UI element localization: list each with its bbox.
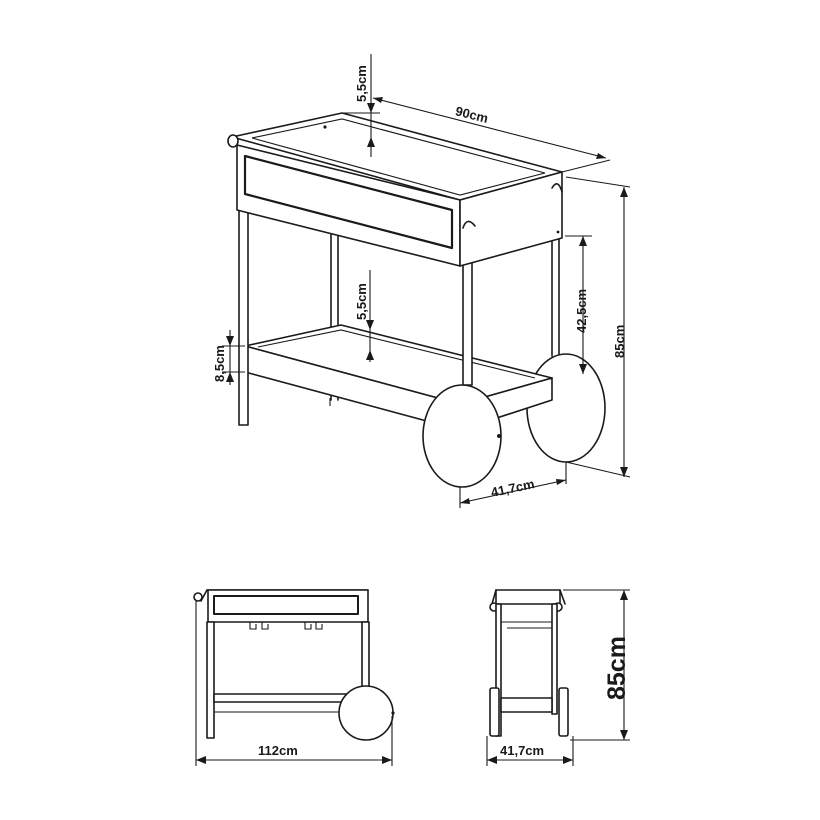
side-view-right-leg	[551, 603, 558, 715]
drawer-front-view	[213, 595, 359, 615]
top-tray	[227, 112, 563, 267]
towel-bar-right	[551, 183, 563, 193]
dim-bottom-shelf-height: 8,5cm	[212, 345, 227, 382]
dim-depth-line	[459, 479, 567, 504]
dim-upper-height: 42,5cm	[574, 289, 589, 333]
front-view-left-leg	[206, 621, 215, 739]
dim-top-width-line	[372, 97, 607, 159]
lower-shelf	[244, 324, 553, 431]
front-view-wheel	[338, 685, 394, 741]
front-left-leg	[238, 209, 249, 426]
front-right-leg	[462, 249, 473, 386]
dim-depth: 41,7cm	[490, 476, 536, 500]
side-view-wheel-right	[558, 687, 569, 737]
side-view-top	[495, 589, 561, 605]
side-view-shelf	[500, 697, 553, 713]
side-view-wheel-left	[489, 687, 500, 737]
front-view-shelf	[213, 693, 363, 703]
dim-top-width: 90cm	[454, 103, 490, 126]
towel-bar-left	[227, 134, 239, 148]
dim-side-height: 85cm	[603, 636, 631, 700]
back-wheel	[526, 353, 606, 463]
side-view: 41,7cm 85cm	[486, 589, 631, 766]
towel-bar-front	[193, 592, 203, 602]
front-wheel	[422, 384, 502, 488]
front-view: 112cm	[193, 589, 395, 766]
dim-front-width: 112cm	[258, 743, 298, 758]
dim-side-depth: 41,7cm	[500, 743, 544, 758]
dim-total-height: 85cm	[612, 325, 627, 358]
drawer-front	[243, 154, 454, 250]
dim-top-tray-depth: 5,5cm	[354, 65, 369, 102]
dim-bottom-tray-depth: 5,5cm	[354, 283, 369, 320]
isometric-view: 90cm 5,5cm 5,5cm 8,5cm 42,5cm 85cm	[212, 54, 631, 508]
